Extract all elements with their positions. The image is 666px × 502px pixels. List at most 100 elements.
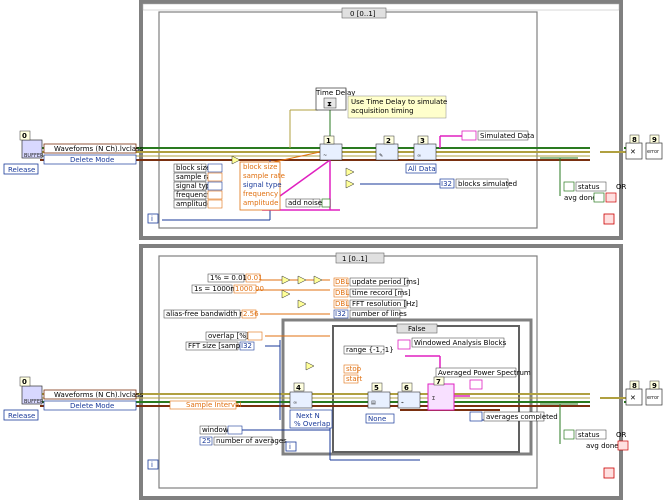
constant-1s-label: 1s = 1000ms xyxy=(194,285,241,293)
indicator-update-period: DBL update period [ms] xyxy=(333,277,420,287)
power-icon: ⌁ xyxy=(401,400,404,406)
top-input-controls[interactable]: block size sample rate signal type frequ… xyxy=(173,163,223,209)
update-period-label: update period [ms] xyxy=(352,278,420,286)
top-right-node-9[interactable]: 9 error xyxy=(645,134,663,160)
all-data-label: All Data xyxy=(408,165,436,173)
bottom-avg-done-label: avg done xyxy=(586,442,619,450)
control-signal-type-label: signal type xyxy=(176,182,215,190)
control-block-size[interactable]: block size xyxy=(173,163,223,173)
bottom-right-node-8[interactable]: 8 ✕ xyxy=(625,380,643,406)
none-selector[interactable]: None xyxy=(365,413,395,424)
bottom-node-6[interactable]: 6 ⌁ xyxy=(397,382,421,409)
stop-start-unbundle[interactable]: stop start xyxy=(343,364,363,384)
time-record-dtype: DBL xyxy=(335,289,349,297)
top-node-3-num: 3 xyxy=(420,137,425,145)
range-label: range {-1,-1} xyxy=(346,346,394,354)
update-period-dtype: DBL xyxy=(335,278,349,286)
signal-icon: ~ xyxy=(323,153,327,159)
top-node-1[interactable]: 1 ~ xyxy=(319,135,343,161)
top-left-class-cluster[interactable]: BUFFER 0 Waveforms (N Ch).lvclass Delete… xyxy=(3,130,144,175)
top-error-icon: error xyxy=(647,149,660,155)
bottom-i-label: i xyxy=(151,461,153,469)
bottom-status-label: status xyxy=(578,431,600,439)
bottom-left-class-cluster[interactable]: BUFFER 0 Waveforms (N Ch).lvclass Delete… xyxy=(3,376,144,421)
bottom-avg-done-indicator: avg done xyxy=(586,440,629,451)
bottom-node-4[interactable]: 4 ∞ xyxy=(289,382,313,409)
bottom-right-node-9[interactable]: 9 error xyxy=(645,380,663,406)
simulated-data-label: Simulated Data xyxy=(480,132,534,140)
indicator-time-record: DBL time record [ms] xyxy=(333,288,411,298)
top-status-indicator: status OR xyxy=(563,181,627,192)
top-left-class-name: Waveforms (N Ch).lvclass xyxy=(54,145,144,153)
top-node-2[interactable]: 2 ✎ xyxy=(375,135,399,161)
blocks-simulated-dtype: I32 xyxy=(441,180,452,188)
number-of-averages-value: 25 xyxy=(202,437,211,445)
bottom-node-4-num: 4 xyxy=(296,384,301,392)
bottom-left-buffer-label: BUFFER xyxy=(24,399,44,405)
top-right-node-9-num: 9 xyxy=(652,136,657,144)
add-noise-control[interactable]: add noise xyxy=(285,198,331,208)
bottom-left-node-num: 0 xyxy=(22,378,27,386)
all-data-selector[interactable]: All Data xyxy=(405,163,437,174)
bottom-case-selector[interactable]: 1 [0..1] xyxy=(335,252,385,264)
average-icon: Σ xyxy=(432,396,435,402)
top-left-release[interactable]: Release xyxy=(8,166,35,174)
bottom-node-5-num: 5 xyxy=(374,384,379,392)
indicator-fft-resolution: DBL FFT resolution [Hz] xyxy=(333,299,418,309)
time-delay-comment: Use Time Delay to simulate acquisition t… xyxy=(347,95,447,119)
overlap-control[interactable]: overlap [%] xyxy=(205,331,263,341)
constant-alias: alias-free bandwidth ratio 2.56 xyxy=(163,309,259,319)
number-of-averages-control[interactable]: 25 number of averages xyxy=(199,436,287,446)
top-wires xyxy=(40,109,640,221)
fft-size-label: FFT size [samples] xyxy=(188,342,253,350)
range-control[interactable]: range {-1,-1} xyxy=(343,345,394,355)
top-avg-done-indicator: avg done xyxy=(564,192,617,203)
control-amplitude-label: amplitude xyxy=(176,200,211,208)
top-node-3[interactable]: 3 ∞ xyxy=(413,135,437,161)
bottom-right-node-8-num: 8 xyxy=(632,382,637,390)
time-delay-label: Time Delay xyxy=(315,89,355,97)
constant-alias-value: 2.56 xyxy=(243,310,259,318)
fft-resolution-label: FFT resolution [Hz] xyxy=(352,300,418,308)
top-case-selector[interactable]: 0 [0..1] xyxy=(341,7,387,19)
averaged-ps-label: Averaged Power Spectrum xyxy=(438,369,531,377)
sample-interval-text: Sample Interval xyxy=(186,401,241,409)
bottom-node-5[interactable]: 5 ▤ xyxy=(367,382,391,409)
time-record-label: time record [ms] xyxy=(352,289,411,297)
top-avg-done-label: avg done xyxy=(564,194,597,202)
top-right-node-8[interactable]: 8 ✕ xyxy=(625,134,643,160)
top-or-label: OR xyxy=(616,183,627,191)
top-node-2-num: 2 xyxy=(386,137,391,145)
next-n-overlap-selector[interactable]: Next N % Overlap xyxy=(289,409,333,429)
bottom-or-label: OR xyxy=(616,431,627,439)
control-frequency[interactable]: frequency xyxy=(173,190,223,200)
number-of-averages-label: number of averages xyxy=(216,437,287,445)
window-control[interactable]: window xyxy=(199,425,243,435)
overlap-label: overlap [%] xyxy=(208,332,249,340)
bottom-right-node-9-num: 9 xyxy=(652,382,657,390)
bundle-by-name[interactable]: block size sample rate signal type frequ… xyxy=(239,161,285,211)
bottom-node-7[interactable]: 7 Σ xyxy=(427,376,455,411)
bottom-loop-stop[interactable] xyxy=(603,467,615,479)
control-signal-type[interactable]: signal type xyxy=(173,181,223,191)
stop-label: stop xyxy=(346,365,362,373)
inner-i-label: i xyxy=(289,443,291,451)
sample-interval-label: Sample Interval xyxy=(169,400,241,410)
bottom-indicators: DBL update period [ms] DBL time record [… xyxy=(333,277,420,319)
number-of-lines-label: number of lines xyxy=(352,310,407,318)
fft-size-control[interactable]: FFT size [samples] I32 xyxy=(185,341,255,351)
top-iteration-terminal: i xyxy=(147,213,159,224)
bottom-constants: 1% = 0.01 0.01 1s = 1000ms 1000.00 alias… xyxy=(163,273,264,319)
simulated-data-indicator: Simulated Data xyxy=(461,130,534,141)
control-sample-rate[interactable]: sample rate xyxy=(173,172,223,182)
next-n-label: Next N xyxy=(296,412,320,420)
bottom-left-release[interactable]: Release xyxy=(8,412,35,420)
control-sample-rate-label: sample rate xyxy=(176,173,218,181)
bottom-case-label: 1 [0..1] xyxy=(342,255,368,263)
control-amplitude[interactable]: amplitude xyxy=(173,199,223,209)
bottom-node-7-num: 7 xyxy=(436,378,441,386)
false-case-selector[interactable]: False xyxy=(396,323,438,334)
top-loop-stop[interactable] xyxy=(603,213,615,225)
time-delay-node[interactable]: Time Delay ⧗ xyxy=(315,87,355,111)
